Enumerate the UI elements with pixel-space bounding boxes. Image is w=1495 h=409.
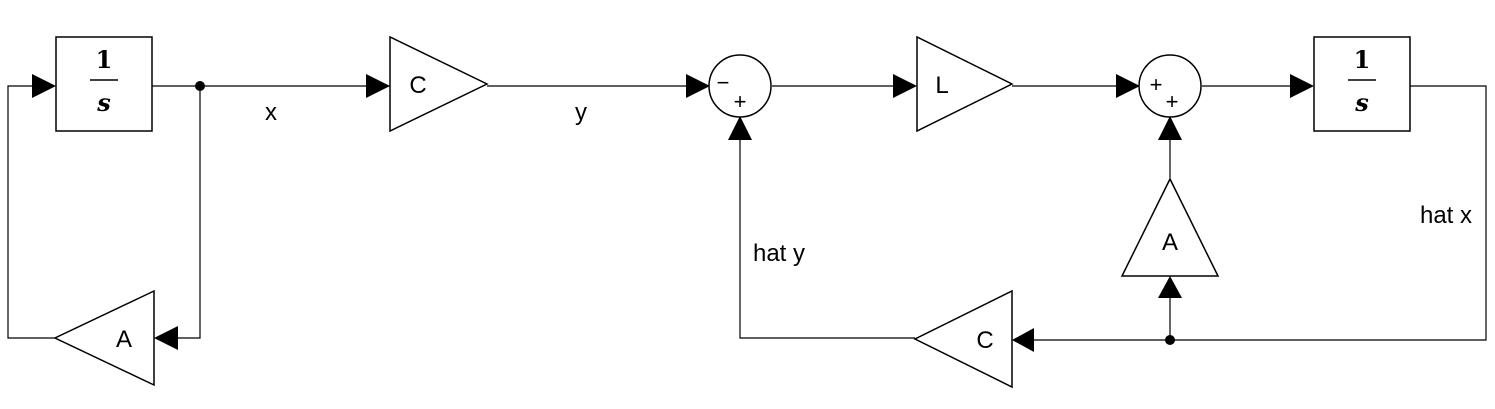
integrator-block-plant[interactable]: 1 s <box>55 36 153 132</box>
arrowhead-into-gain-c-observer <box>1012 328 1034 352</box>
sum-block-error[interactable]: − + <box>708 54 772 118</box>
wire-hat-x <box>1170 85 1487 341</box>
gain-label: A <box>116 326 132 353</box>
arrowhead-into-sum-error-left <box>686 74 710 98</box>
sum-sign-minus: − <box>717 70 730 95</box>
branch-point-hat-x <box>1165 335 1175 345</box>
signal-label-hat-y: hat y <box>753 240 805 267</box>
gain-block-c-observer[interactable]: C <box>913 289 1013 389</box>
gain-label: C <box>976 327 993 354</box>
gain-label: C <box>409 72 426 99</box>
integrator-denominator: s <box>1354 88 1369 117</box>
arrowhead-into-sum-observer-left <box>1116 74 1140 98</box>
integrator-denominator: s <box>96 88 111 117</box>
gain-block-a-observer[interactable]: A <box>1120 177 1220 277</box>
wire-x-to-gain-a <box>178 86 201 339</box>
integrator-numerator: 1 <box>96 45 113 74</box>
signal-label-x: x <box>265 99 277 126</box>
arrowhead-into-integrator-plant <box>32 74 56 98</box>
arrowhead-into-gain-a-observer <box>1158 276 1182 298</box>
gain-block-a-plant[interactable]: A <box>53 289 155 387</box>
wire-gain-a-to-integrator <box>7 85 55 339</box>
sum-sign-plus-bottom: + <box>1166 89 1179 114</box>
integrator-block-observer[interactable]: 1 s <box>1313 36 1411 132</box>
gain-block-l[interactable]: L <box>916 35 1014 133</box>
signal-label-hat-x: hat x <box>1420 202 1472 229</box>
arrowhead-into-sum-observer-bottom <box>1158 116 1182 140</box>
integrator-numerator: 1 <box>1354 45 1371 74</box>
arrowhead-into-gain-a-plant <box>154 326 178 350</box>
arrowhead-into-integrator-observer <box>1290 74 1314 98</box>
arrowhead-into-gain-c-plant <box>366 74 390 98</box>
branch-point-x <box>195 81 205 91</box>
arrowhead-into-sum-error-bottom <box>728 116 752 140</box>
signal-label-y: y <box>575 99 587 126</box>
sum-block-observer[interactable]: + + <box>1138 54 1202 118</box>
gain-block-c-plant[interactable]: C <box>389 35 489 133</box>
arrowhead-into-gain-l <box>893 74 917 98</box>
wire-hat-y <box>739 140 915 339</box>
sum-sign-plus: + <box>734 89 747 114</box>
gain-label: A <box>1162 229 1178 256</box>
sum-sign-plus-top: + <box>1150 72 1163 97</box>
gain-label: L <box>935 72 948 99</box>
